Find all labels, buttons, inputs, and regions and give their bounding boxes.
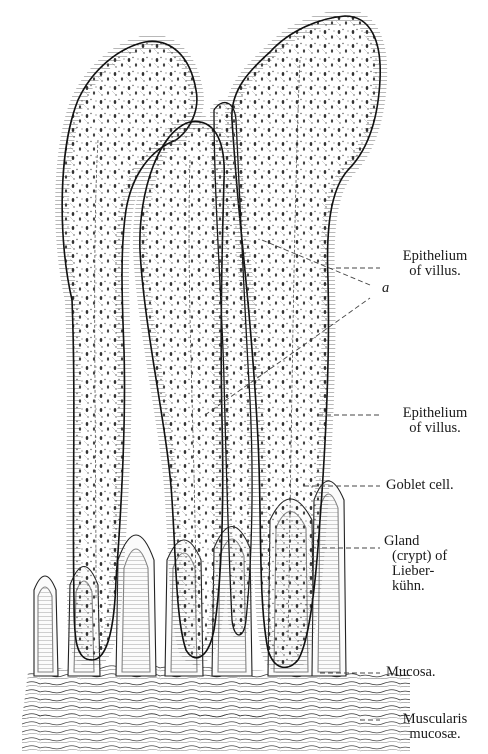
label-epithelium-lower: Epithelium of villus. bbox=[386, 406, 484, 436]
label-muscularis-mucosae: Muscularis mucosæ. bbox=[386, 712, 484, 742]
label-a: a bbox=[382, 281, 389, 296]
label-goblet-cell: Goblet cell. bbox=[386, 478, 454, 493]
label-epithelium-upper: Epithelium of villus. bbox=[386, 249, 484, 279]
label-mucosa: Mucosa. bbox=[386, 665, 436, 680]
label-gland: Gland (crypt) of Lieber- kühn. bbox=[384, 534, 484, 594]
villus-right bbox=[232, 16, 380, 667]
